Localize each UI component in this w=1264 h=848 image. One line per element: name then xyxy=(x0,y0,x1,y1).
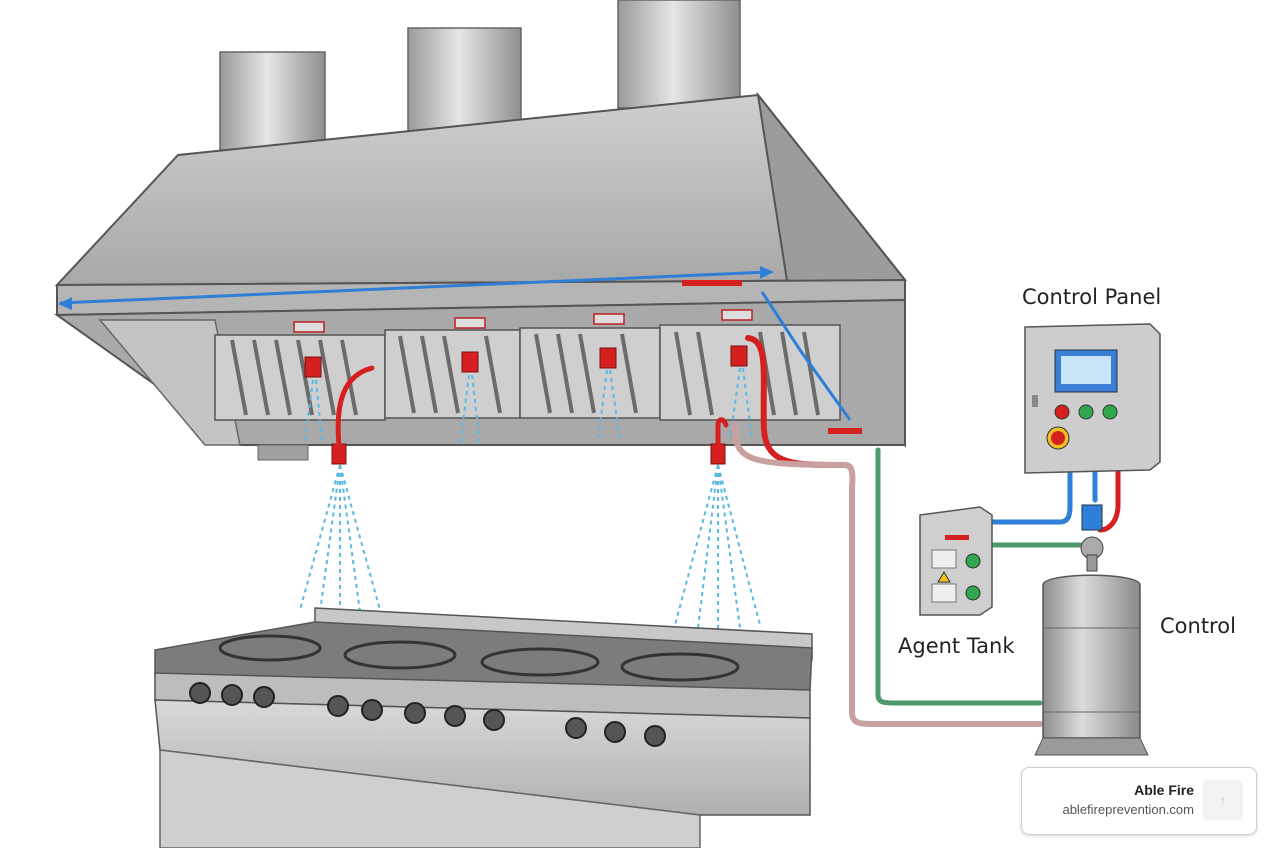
agent-tank xyxy=(1034,504,1149,756)
fusible-link xyxy=(593,313,625,325)
distribution-piping xyxy=(335,335,1121,727)
control-label: Control xyxy=(1160,614,1236,638)
exhaust-duct xyxy=(219,51,326,157)
agent-tank-label: Agent Tank xyxy=(898,634,1015,658)
brand-name: Able Fire xyxy=(1134,782,1194,798)
fusible-link xyxy=(293,321,325,333)
fusible-link xyxy=(454,317,486,329)
attribution-badge[interactable]: Able Fire ablefireprevention.com ↑ xyxy=(1021,767,1257,835)
upload-arrow-icon: ↑ xyxy=(1203,780,1243,820)
burner-grates xyxy=(218,634,740,682)
control-panel xyxy=(1024,323,1161,474)
nozzle xyxy=(599,347,617,369)
exhaust-duct xyxy=(407,27,522,133)
nozzles xyxy=(293,309,753,465)
nozzle xyxy=(730,345,748,367)
fusible-link xyxy=(721,309,753,321)
nozzle xyxy=(461,351,479,373)
manual-pull-station xyxy=(919,506,993,616)
brand-url[interactable]: ablefireprevention.com xyxy=(1062,802,1194,817)
control-panel-label: Control Panel xyxy=(1022,285,1162,309)
detection-line xyxy=(58,266,852,421)
exhaust-duct xyxy=(617,0,741,109)
spray-patterns xyxy=(299,367,761,630)
cooking-range xyxy=(154,607,813,848)
nozzle xyxy=(304,356,322,378)
control-knobs xyxy=(189,682,666,747)
